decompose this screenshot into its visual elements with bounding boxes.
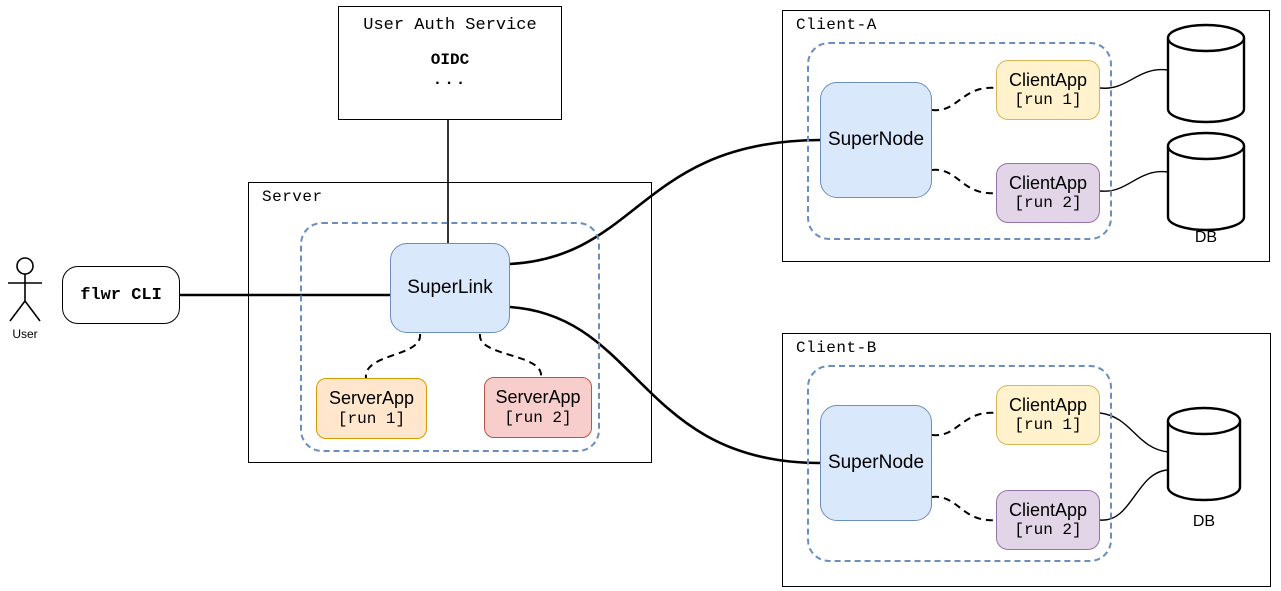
user-actor-icon — [8, 257, 42, 322]
clientapp-b-run2-name: ClientApp — [1008, 499, 1088, 520]
serverapp-run2-name: ServerApp — [495, 387, 581, 408]
client-b-dashed-container — [807, 365, 1112, 562]
superlink-supernode-b-connector — [509, 305, 821, 465]
client-a-dashed-container — [807, 42, 1112, 240]
clientapp-a-run1-run: [run 1] — [1014, 91, 1082, 110]
supernode-b-clientapp1-connector — [931, 411, 997, 437]
serverapp-run1-node: ServerApp [run 1] — [316, 378, 427, 439]
serverapp-run1-name: ServerApp — [328, 388, 415, 409]
db-cylinder-a2-icon — [1166, 131, 1246, 232]
client-a-label: Client-A — [796, 16, 877, 34]
serverapp-run2-run: [run 2] — [504, 408, 572, 427]
clientapp-b-run1-run: [run 1] — [1014, 416, 1082, 435]
superlink-node: SuperLink — [390, 243, 510, 333]
serverapp-run1-run: [run 1] — [337, 409, 406, 428]
clientapp-b1-db-connector — [1099, 412, 1169, 453]
supernode-a-label: SuperNode — [827, 129, 925, 150]
superlink-serverapp2-connector — [478, 333, 543, 378]
server-dashed-container — [300, 222, 600, 452]
supernode-a-clientapp1-connector — [931, 86, 997, 112]
clientapp-b2-db-connector — [1099, 469, 1169, 521]
superlink-label: SuperLink — [407, 277, 493, 298]
supernode-b-label: SuperNode — [827, 452, 925, 473]
client-b-frame — [782, 333, 1271, 587]
flwr-cli-label: flwr CLI — [80, 285, 162, 305]
db-cylinder-a1-icon — [1166, 23, 1246, 124]
superlink-supernode-a-connector — [509, 138, 821, 266]
superlink-serverapp1-connector — [364, 333, 422, 379]
clientapp-b-run2-node: ClientApp [run 2] — [996, 490, 1100, 550]
supernode-a-node: SuperNode — [820, 82, 932, 198]
clientapp-a-run1-node: ClientApp [run 1] — [996, 60, 1100, 120]
flwr-cli-node: flwr CLI — [62, 266, 180, 324]
oidc-label: OIDC — [430, 51, 470, 69]
db-cylinder-b-icon — [1166, 406, 1242, 502]
clientapp-b-run1-node: ClientApp [run 1] — [996, 385, 1100, 445]
clientapp-a-run2-name: ClientApp — [1008, 172, 1088, 193]
user-auth-service-title: User Auth Service — [363, 16, 537, 35]
clientapp-b-run2-run: [run 2] — [1014, 521, 1082, 540]
client-b-label: Client-B — [796, 339, 877, 357]
clientapp-a1-db-connector — [1099, 68, 1169, 89]
client-b-db-label: DB — [1192, 513, 1216, 530]
clientapp-a-run2-node: ClientApp [run 2] — [996, 163, 1100, 223]
client-a-frame — [782, 10, 1270, 262]
clientapp-a2-db-connector — [1099, 170, 1169, 192]
server-group-frame — [248, 182, 652, 463]
clientapp-a-run1-name: ClientApp — [1008, 69, 1088, 90]
serverapp-run2-node: ServerApp [run 2] — [484, 377, 592, 438]
server-group-label: Server — [262, 188, 323, 206]
supernode-a-clientapp2-connector — [931, 168, 997, 195]
user-actor-label: User — [12, 327, 38, 341]
clientapp-a-run2-run: [run 2] — [1014, 194, 1082, 213]
client-a-db-label: DB — [1194, 229, 1218, 246]
auth-ellipsis-label: ... — [432, 71, 468, 89]
clientapp-b-run1-name: ClientApp — [1008, 394, 1088, 415]
user-auth-service-node: User Auth Service OIDC ... — [338, 6, 562, 120]
supernode-b-clientapp2-connector — [931, 495, 997, 522]
supernode-b-node: SuperNode — [820, 405, 932, 521]
